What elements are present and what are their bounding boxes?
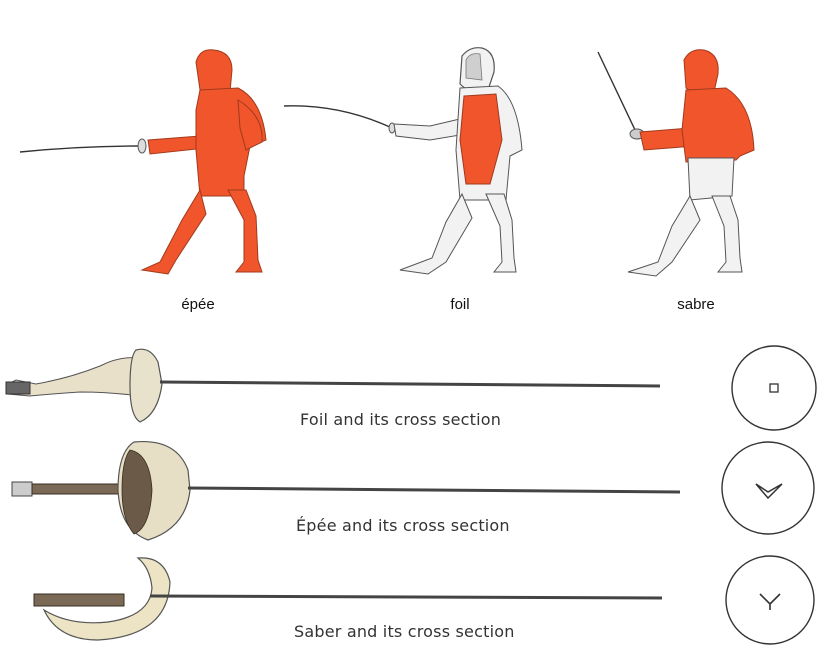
saber-weapon — [33, 555, 815, 645]
saber-knuckle-guard — [42, 557, 171, 641]
foil-bell-guard — [129, 348, 163, 423]
foil-weapon — [5, 345, 817, 431]
sabre-caption: sabre — [677, 296, 715, 313]
saber-cross-section — [725, 555, 815, 645]
foil-caption: foil — [450, 296, 470, 313]
foil-fencer-blade — [283, 105, 393, 129]
epee-weapon-label: Épée and its cross section — [296, 516, 510, 535]
epee-cross-section — [721, 441, 815, 535]
epee-caption: épée — [181, 296, 215, 313]
saber-weapon-label: Saber and its cross section — [294, 622, 515, 641]
epee-fencer-guard — [137, 138, 147, 154]
foil-fencer-vest — [459, 93, 503, 185]
sabre-fencer-mask — [683, 49, 719, 95]
epee-weapon — [11, 440, 815, 541]
sabre-fencer-blade — [597, 51, 637, 133]
foil-cross-section — [731, 345, 817, 431]
foil-weapon-label: Foil and its cross section — [300, 410, 502, 429]
epee-fencer — [19, 49, 267, 275]
sabre-fencer — [597, 49, 755, 277]
foil-fencer — [283, 47, 523, 275]
epee-fencer-blade — [19, 145, 141, 153]
